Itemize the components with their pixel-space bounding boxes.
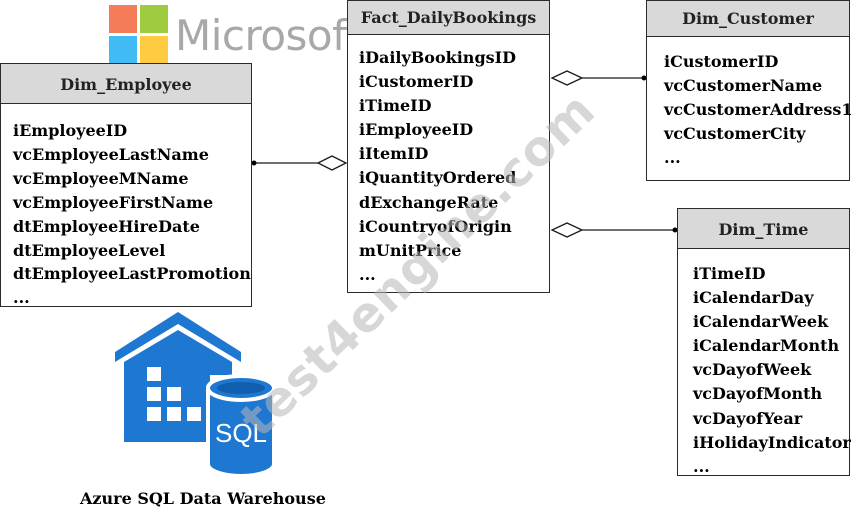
field: vcEmployeeMName xyxy=(13,168,189,188)
field: vcEmployeeFirstName xyxy=(13,192,214,212)
logo-square-blue xyxy=(109,36,137,64)
field: vcDayofYear xyxy=(693,408,803,428)
logo-square-red xyxy=(109,5,137,33)
field: dtEmployeeHireDate xyxy=(13,216,200,236)
dim-time-fields: iTimeID iCalendarDay iCalendarWeek iCale… xyxy=(678,249,851,479)
field: vcDayofMonth xyxy=(693,384,823,404)
field: iCalendarDay xyxy=(693,288,814,308)
field: iEmployeeID xyxy=(359,120,474,140)
customer-connector-dot xyxy=(641,75,647,81)
dim-customer-table: Dim_Customer iCustomerID vcCustomerName … xyxy=(646,0,853,181)
dim-time-title: Dim_Time xyxy=(678,209,849,249)
sql-label: SQL xyxy=(215,418,267,448)
field: iCalendarMonth xyxy=(693,336,840,356)
microsoft-wordmark: Microsoft xyxy=(175,11,362,60)
employee-connector-dot xyxy=(251,160,257,166)
field-ellipsis: ... xyxy=(359,264,376,284)
field: mUnitPrice xyxy=(359,240,462,260)
field: dtEmployeeLastPromotion xyxy=(13,264,251,284)
dim-time-table: Dim_Time iTimeID iCalendarDay iCalendarW… xyxy=(677,208,851,479)
logo-square-yellow xyxy=(140,36,168,64)
field: iCustomerID xyxy=(664,52,779,71)
field: iTimeID xyxy=(693,264,766,283)
field: iHolidayIndicator xyxy=(693,432,851,452)
field: vcCustomerAddress1 xyxy=(664,100,853,119)
warehouse-roof xyxy=(115,312,241,362)
dim-employee-fields: iEmployeeID vcEmployeeLastName vcEmploye… xyxy=(1,104,251,310)
dim-customer-title: Dim_Customer xyxy=(647,1,849,37)
field: vcDayofWeek xyxy=(693,360,812,380)
dim-employee-table: Dim_Employee iEmployeeID vcEmployeeLastN… xyxy=(0,63,252,307)
field: dtEmployeeLevel xyxy=(13,240,166,260)
field: vcEmployeeLastName xyxy=(13,144,209,164)
field: iCustomerID xyxy=(359,72,474,92)
dim-employee-title: Dim_Employee xyxy=(1,64,251,104)
field: vcCustomerCity xyxy=(664,124,806,143)
fact-dailybookings-fields: iDailyBookingsID iCustomerID iTimeID iEm… xyxy=(348,35,549,287)
database-cylinder: SQL xyxy=(206,374,276,478)
field: iCountryofOrigin xyxy=(359,216,512,236)
azure-sql-data-warehouse-icon: SQL xyxy=(115,312,276,478)
time-fact-diamond xyxy=(550,222,584,238)
field: iTimeID xyxy=(359,96,432,116)
logo-square-green xyxy=(140,5,168,33)
field: vcCustomerName xyxy=(664,76,823,95)
microsoft-logo: Microsoft xyxy=(109,5,362,67)
employee-fact-diamond xyxy=(316,155,348,171)
field: iQuantityOrdered xyxy=(359,168,517,188)
customer-fact-diamond xyxy=(550,70,584,86)
time-connector-dot xyxy=(672,227,678,233)
azure-sql-dw-caption: Azure SQL Data Warehouse xyxy=(80,489,326,508)
field: iItemID xyxy=(359,144,429,164)
field-ellipsis: ... xyxy=(693,456,710,476)
field: dExchangeRate xyxy=(359,192,499,212)
fact-dailybookings-table: Fact_DailyBookings iDailyBookingsID iCus… xyxy=(347,0,550,293)
dim-customer-fields: iCustomerID vcCustomerName vcCustomerAdd… xyxy=(647,37,853,170)
field-ellipsis: ... xyxy=(13,288,30,308)
fact-dailybookings-title: Fact_DailyBookings xyxy=(348,1,549,35)
field-ellipsis: ... xyxy=(664,148,681,167)
field: iDailyBookingsID xyxy=(359,48,516,67)
field: iEmployeeID xyxy=(13,121,128,140)
field: iCalendarWeek xyxy=(693,312,829,332)
